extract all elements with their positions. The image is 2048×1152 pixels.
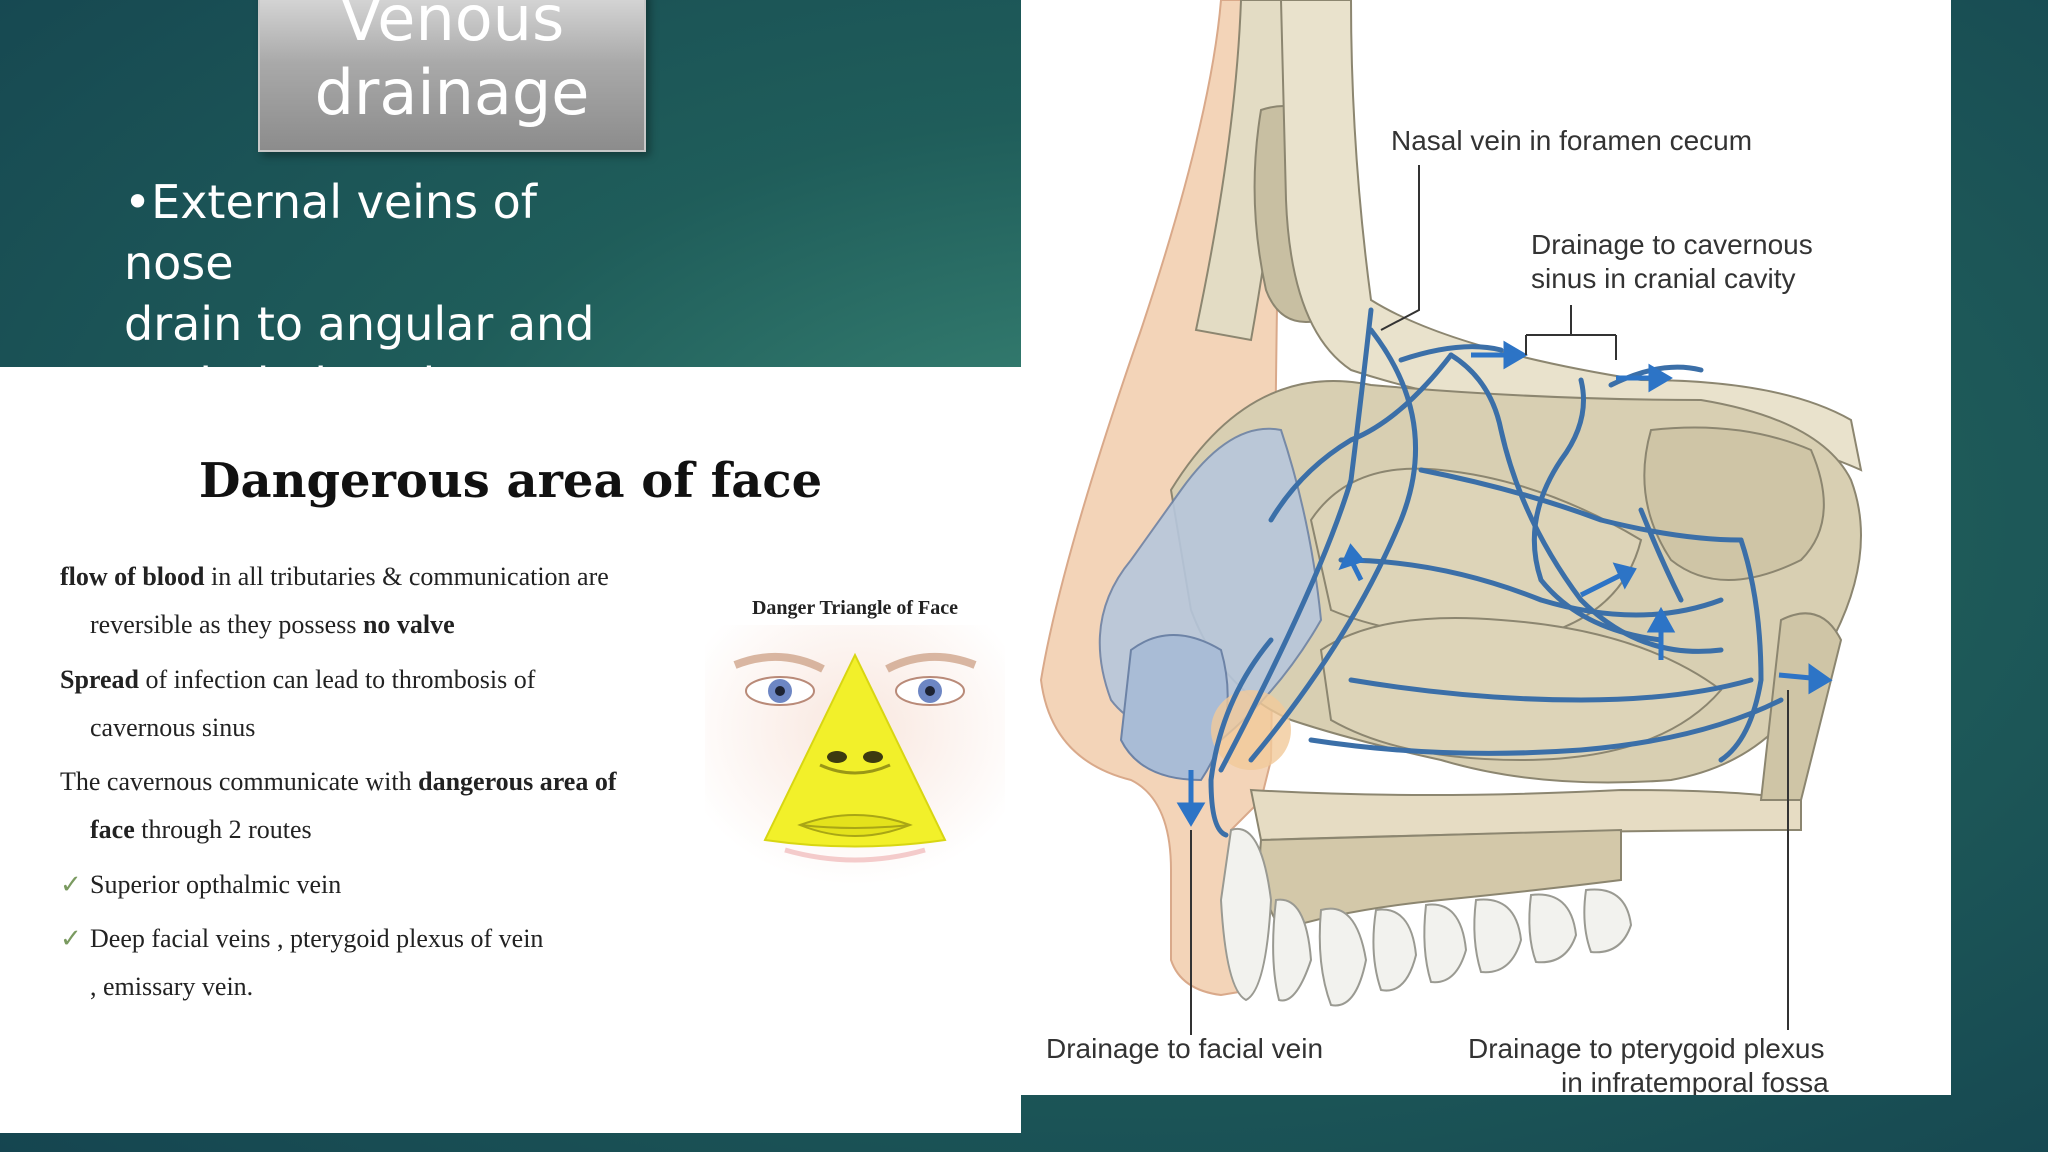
text-bold: face [90, 815, 135, 844]
text-bold: flow of blood [60, 562, 205, 591]
text: reversible as they possess [90, 610, 363, 639]
bullet-line-1: •External veins of nose [124, 175, 537, 290]
slide-title-box: Venous drainage [258, 0, 646, 152]
text: The cavernous communicate with [60, 767, 419, 796]
text-bold: dangerous area of [418, 767, 617, 796]
text-bold: no valve [362, 610, 455, 639]
slide-title-line1: Venous [339, 0, 565, 55]
text: in all tributaries & communication are [204, 562, 609, 591]
dangerous-area-heading: Dangerous area of face [198, 453, 823, 509]
danger-triangle-label: Danger Triangle of Face [751, 597, 959, 619]
label-nasal-vein: Nasal vein in foramen cecum [1391, 125, 1753, 156]
label-cavernous-line2: sinus in cranial cavity [1531, 263, 1796, 294]
paragraph-flow-of-blood: flow of blood in all tributaries & commu… [60, 553, 700, 649]
paragraph-cavernous: The cavernous communicate with dangerous… [60, 758, 700, 854]
check-item-deep-facial: ✓ Deep facial veins , pterygoid plexus of… [60, 915, 700, 1011]
nasal-venous-drainage-diagram: Nasal vein in foramen cecum Drainage to … [1021, 0, 1951, 1095]
check-item-superior: ✓ Superior opthalmic vein [60, 861, 700, 909]
text: Deep facial veins , pterygoid plexus of … [90, 924, 544, 953]
paragraph-spread: Spread of infection can lead to thrombos… [60, 656, 700, 752]
label-cavernous-line1: Drainage to cavernous [1531, 229, 1813, 260]
text-bold: Spread [60, 665, 139, 694]
label-pterygoid-line2: in infratemporal fossa [1561, 1067, 1829, 1095]
text: , emissary vein. [90, 972, 254, 1001]
label-facial-vein: Drainage to facial vein [1046, 1033, 1324, 1064]
bullet-line-2: drain to angular and [124, 297, 595, 351]
slide-title-line2: drainage [314, 56, 590, 129]
dangerous-area-image: Dangerous area of face flow of blood in … [0, 367, 1021, 1133]
check-icon: ✓ [60, 870, 82, 899]
text: cavernous sinus [90, 713, 256, 742]
check-icon: ✓ [60, 924, 82, 953]
text: Superior opthalmic vein [90, 870, 342, 899]
label-pterygoid-line1: Drainage to pterygoid plexus [1468, 1033, 1825, 1064]
text: through 2 routes [134, 815, 312, 844]
danger-triangle-face-illustration [705, 625, 1005, 885]
nasal-cavity-illustration [1039, 0, 1863, 1035]
text: of infection can lead to thrombosis of [139, 665, 536, 694]
